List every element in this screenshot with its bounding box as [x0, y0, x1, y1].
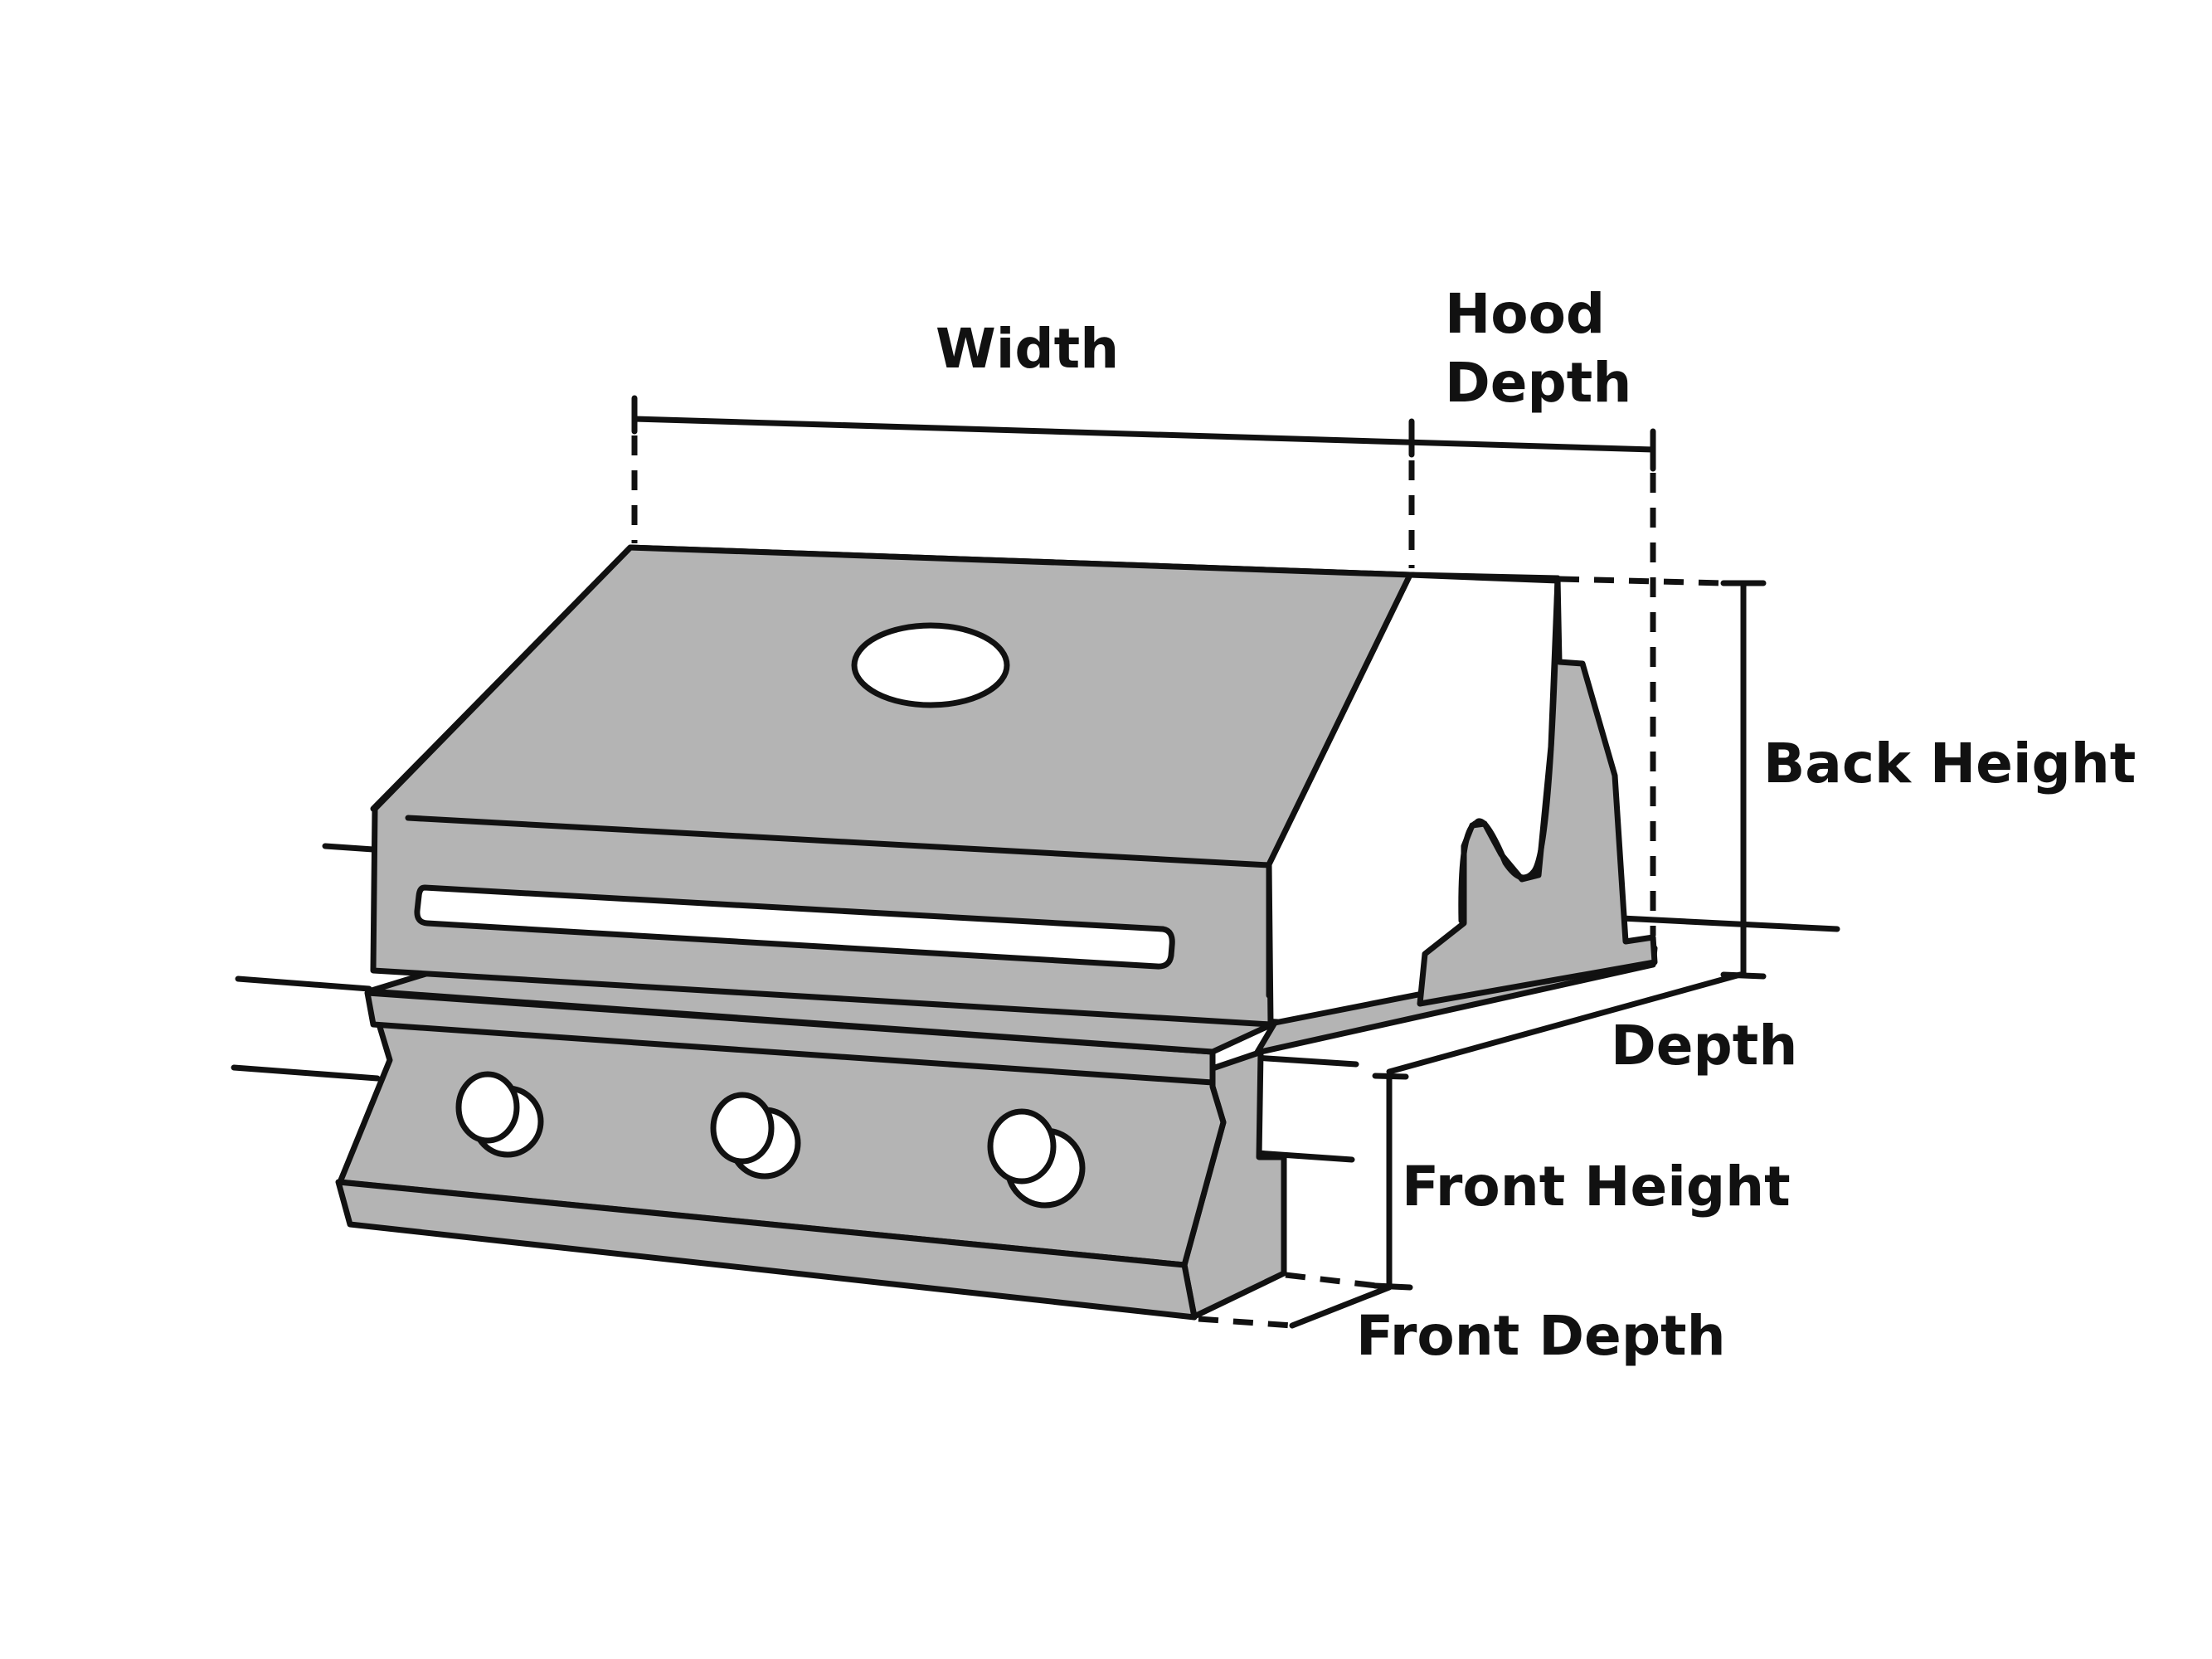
front-height-tick-top: [1372, 1073, 1409, 1080]
front-trim: [335, 1179, 1198, 1321]
counter-edge-line-left: [322, 843, 377, 853]
hood-depth-label-line1: Hood: [1445, 282, 1606, 346]
counter-edge-line-left: [231, 1064, 381, 1082]
hood-back-contour: [1458, 575, 1561, 924]
front-height-label: Front Height: [1402, 1155, 1791, 1219]
hood-back-side: [1407, 572, 1658, 1007]
lid-crease: [405, 815, 1272, 868]
front-depth-extension: [1198, 1316, 1293, 1329]
depth-line: [1386, 971, 1743, 1075]
front-depth-label: Front Depth: [1356, 1304, 1726, 1368]
depth-label: Depth: [1611, 1014, 1798, 1078]
counter-edge-line-right: [1253, 1150, 1355, 1163]
hood-depth-label: Hood Depth: [1445, 280, 1631, 417]
knob-left: [455, 1071, 544, 1158]
front-depth-line: [1289, 1284, 1393, 1329]
front-height-extension: [1285, 1272, 1378, 1289]
hood-depth-label-line2: Depth: [1445, 350, 1632, 415]
lid-lip: [366, 969, 1281, 1055]
back-height-label: Back Height: [1763, 732, 2137, 795]
knob-middle: [710, 1092, 801, 1180]
width-label: Width: [936, 317, 1120, 381]
counter-edge-line-left: [235, 975, 372, 992]
front-height-tick-bottom: [1372, 1282, 1413, 1291]
counter-edge-line-right: [1252, 1054, 1359, 1068]
counter-edge-line-right: [1618, 915, 1840, 932]
width-dimension-line: [631, 416, 1656, 453]
thermometer-icon: [851, 622, 1010, 708]
back-height-extension: [1558, 576, 1724, 586]
lid-handle: [414, 884, 1175, 970]
knob-right: [987, 1108, 1086, 1209]
